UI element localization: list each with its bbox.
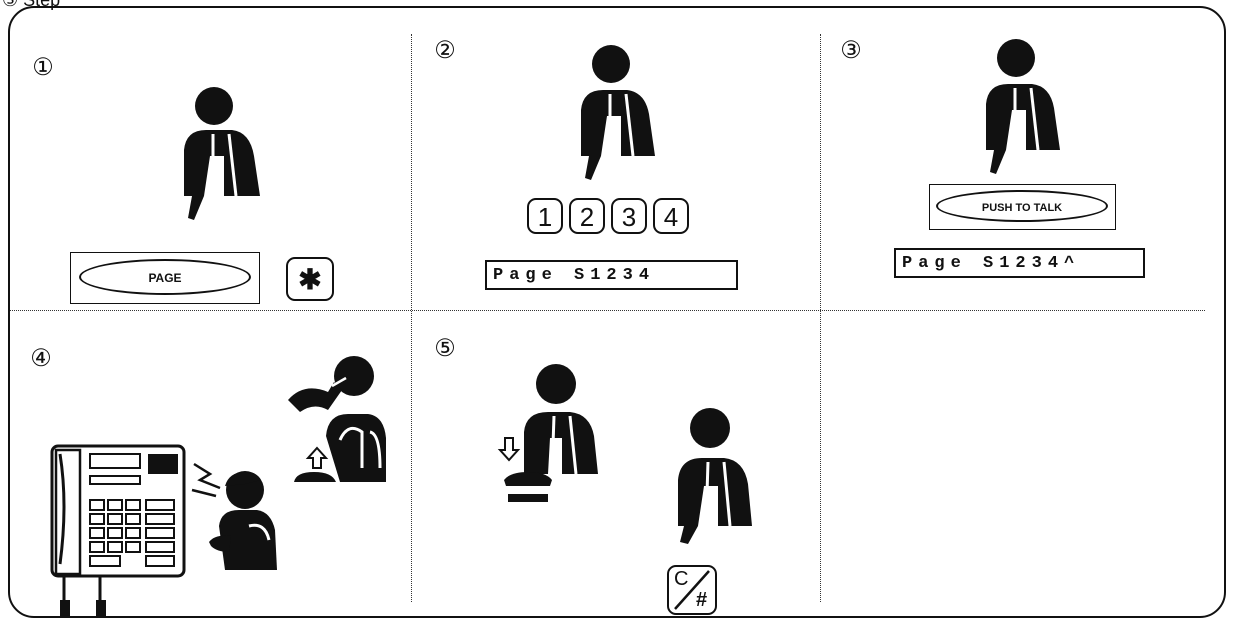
- page-button-panel: PAGE: [70, 252, 260, 304]
- step-2-number: ②: [432, 38, 458, 64]
- telephone-icon: [50, 440, 190, 618]
- push-to-talk-panel: PUSH TO TALK: [929, 184, 1116, 230]
- display-readout: Page S1234: [485, 260, 738, 290]
- display-readout: Page S1234^: [894, 248, 1145, 278]
- key-4[interactable]: 4: [653, 198, 689, 234]
- step-4-number: ④: [28, 346, 54, 372]
- step-3-number: ③: [838, 38, 864, 64]
- key-1[interactable]: 1: [527, 198, 563, 234]
- up-arrow-icon: [306, 446, 328, 470]
- step-1-number: ①: [30, 55, 56, 81]
- key-2-label: 2: [580, 202, 594, 232]
- person-icon: [508, 362, 608, 482]
- key-2[interactable]: 2: [569, 198, 605, 234]
- page-button-label: PAGE: [148, 271, 181, 285]
- page-button[interactable]: PAGE: [79, 259, 251, 295]
- person-icon: [660, 404, 760, 544]
- star-key-label: ✱: [298, 264, 321, 295]
- person-icon: [970, 38, 1070, 178]
- key-1-label: 1: [538, 202, 552, 232]
- clear-hash-key[interactable]: C #: [667, 565, 717, 615]
- person-icon: [565, 44, 665, 184]
- person-icon: [205, 470, 285, 580]
- divider-vertical-2: [820, 34, 821, 602]
- down-arrow-icon: [498, 436, 520, 462]
- star-key[interactable]: ✱: [286, 257, 334, 301]
- step-5-number: ⑤: [432, 336, 458, 362]
- key-4-label: 4: [664, 202, 678, 232]
- handset-icon: [290, 468, 340, 488]
- divider-vertical-1: [411, 34, 412, 602]
- clear-key-label: C: [674, 568, 688, 591]
- push-to-talk-label: PUSH TO TALK: [982, 202, 1062, 214]
- handset-icon: [500, 470, 556, 504]
- key-3[interactable]: 3: [611, 198, 647, 234]
- hash-key-label: #: [696, 589, 707, 612]
- divider-horizontal: [10, 310, 1205, 311]
- push-to-talk-button[interactable]: PUSH TO TALK: [936, 190, 1108, 222]
- key-3-label: 3: [622, 202, 636, 232]
- person-icon: [170, 86, 270, 226]
